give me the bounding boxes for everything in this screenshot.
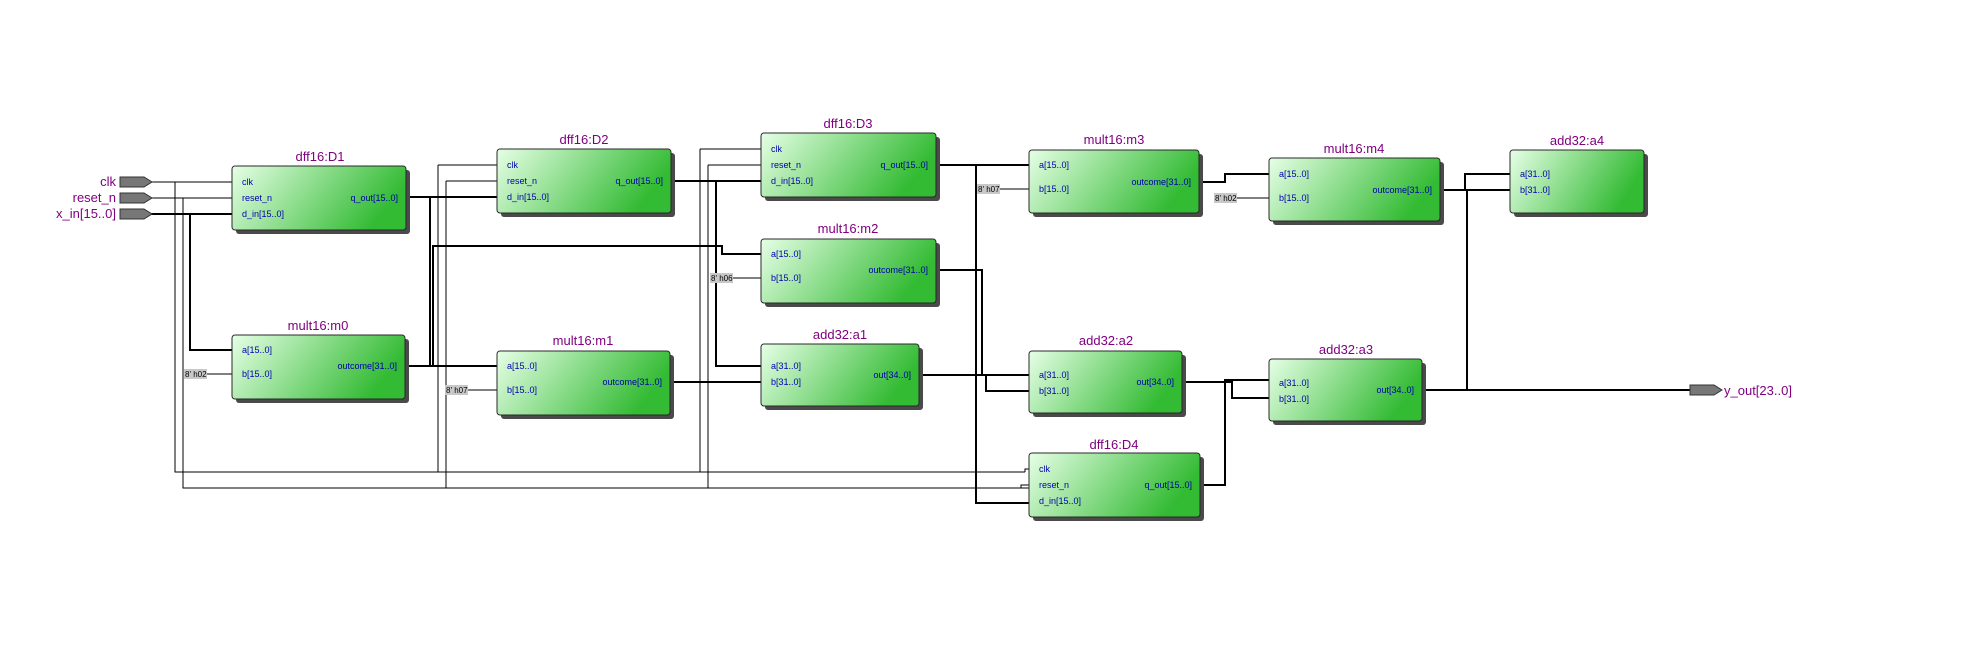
- svg-text:q_out[15..0]: q_out[15..0]: [880, 160, 928, 170]
- input-label-x: x_in[15..0]: [56, 206, 116, 221]
- svg-text:d_in[15..0]: d_in[15..0]: [242, 209, 284, 219]
- svg-text:b[15..0]: b[15..0]: [771, 273, 801, 283]
- svg-text:q_out[15..0]: q_out[15..0]: [350, 193, 398, 203]
- const-m0: 8' h02: [184, 369, 207, 379]
- svg-text:a[31..0]: a[31..0]: [1039, 370, 1069, 380]
- svg-text:b[31..0]: b[31..0]: [1520, 185, 1550, 195]
- block-title: add32:a4: [1550, 133, 1604, 148]
- block-mult16-m0[interactable]: mult16:m0 a[15..0] b[15..0] outcome[31..…: [231, 318, 409, 403]
- svg-text:8' h02: 8' h02: [185, 370, 207, 379]
- svg-text:b[15..0]: b[15..0]: [1039, 184, 1069, 194]
- svg-text:d_in[15..0]: d_in[15..0]: [771, 176, 813, 186]
- block-title: dff16:D1: [296, 149, 345, 164]
- svg-text:a[31..0]: a[31..0]: [1520, 169, 1550, 179]
- svg-text:clk: clk: [771, 144, 782, 154]
- svg-text:q_out[15..0]: q_out[15..0]: [615, 176, 663, 186]
- svg-text:b[31..0]: b[31..0]: [1279, 394, 1309, 404]
- input-pin-reset[interactable]: reset_n: [73, 190, 153, 205]
- block-mult16-m4[interactable]: mult16:m4 a[15..0] b[15..0] outcome[31..…: [1268, 141, 1444, 225]
- block-dff16-D3[interactable]: dff16:D3 clk reset_n d_in[15..0] q_out[1…: [760, 116, 940, 201]
- svg-text:clk: clk: [242, 177, 253, 187]
- block-add32-a2[interactable]: add32:a2 a[31..0] b[31..0] out[34..0]: [1028, 333, 1186, 417]
- output-pin-y[interactable]: y_out[23..0]: [1689, 383, 1792, 398]
- block-title: mult16:m2: [818, 221, 879, 236]
- svg-text:outcome[31..0]: outcome[31..0]: [868, 265, 928, 275]
- const-m4: 8' h02: [1214, 193, 1237, 203]
- block-title: mult16:m0: [288, 318, 349, 333]
- const-m3: 8' h07: [977, 184, 1000, 194]
- svg-text:q_out[15..0]: q_out[15..0]: [1144, 480, 1192, 490]
- input-label-reset: reset_n: [73, 190, 116, 205]
- svg-text:a[15..0]: a[15..0]: [507, 361, 537, 371]
- svg-text:out[34..0]: out[34..0]: [1376, 385, 1414, 395]
- block-add32-a4[interactable]: add32:a4 a[31..0] b[31..0]: [1509, 133, 1648, 217]
- block-title: dff16:D3: [824, 116, 873, 131]
- block-dff16-D1[interactable]: dff16:D1 clk reset_n d_in[15..0] q_out[1…: [231, 149, 410, 234]
- svg-text:reset_n: reset_n: [507, 176, 537, 186]
- input-pin-clk[interactable]: clk: [100, 174, 153, 189]
- const-m2: 8' h06: [710, 273, 733, 283]
- svg-text:8' h07: 8' h07: [446, 386, 468, 395]
- svg-text:a[15..0]: a[15..0]: [1279, 169, 1309, 179]
- svg-text:b[15..0]: b[15..0]: [507, 385, 537, 395]
- svg-text:8' h06: 8' h06: [711, 274, 733, 283]
- svg-text:outcome[31..0]: outcome[31..0]: [337, 361, 397, 371]
- svg-text:out[34..0]: out[34..0]: [873, 370, 911, 380]
- svg-text:clk: clk: [1039, 464, 1050, 474]
- svg-text:a[15..0]: a[15..0]: [242, 345, 272, 355]
- block-add32-a3[interactable]: add32:a3 a[31..0] b[31..0] out[34..0]: [1268, 342, 1426, 425]
- block-title: dff16:D4: [1090, 437, 1139, 452]
- svg-text:reset_n: reset_n: [771, 160, 801, 170]
- svg-text:reset_n: reset_n: [1039, 480, 1069, 490]
- block-title: add32:a2: [1079, 333, 1133, 348]
- input-label-clk: clk: [100, 174, 116, 189]
- svg-text:b[31..0]: b[31..0]: [771, 377, 801, 387]
- svg-text:a[31..0]: a[31..0]: [1279, 378, 1309, 388]
- wires: [150, 148, 1690, 504]
- svg-text:outcome[31..0]: outcome[31..0]: [602, 377, 662, 387]
- svg-text:8' h07: 8' h07: [978, 185, 1000, 194]
- svg-text:b[15..0]: b[15..0]: [1279, 193, 1309, 203]
- svg-text:outcome[31..0]: outcome[31..0]: [1372, 185, 1432, 195]
- block-title: add32:a1: [813, 327, 867, 342]
- block-mult16-m3[interactable]: mult16:m3 a[15..0] b[15..0] outcome[31..…: [1028, 132, 1203, 217]
- block-title: add32:a3: [1319, 342, 1373, 357]
- svg-text:d_in[15..0]: d_in[15..0]: [507, 192, 549, 202]
- svg-text:a[15..0]: a[15..0]: [1039, 160, 1069, 170]
- block-dff16-D2[interactable]: dff16:D2 clk reset_n d_in[15..0] q_out[1…: [496, 132, 675, 217]
- block-mult16-m2[interactable]: mult16:m2 a[15..0] b[15..0] outcome[31..…: [760, 221, 940, 307]
- block-add32-a1[interactable]: add32:a1 a[31..0] b[31..0] out[34..0]: [760, 327, 923, 410]
- block-title: mult16:m3: [1084, 132, 1145, 147]
- svg-text:outcome[31..0]: outcome[31..0]: [1131, 177, 1191, 187]
- svg-text:a[31..0]: a[31..0]: [771, 361, 801, 371]
- block-mult16-m1[interactable]: mult16:m1 a[15..0] b[15..0] outcome[31..…: [496, 333, 674, 419]
- const-m1: 8' h07: [445, 385, 468, 395]
- svg-text:clk: clk: [507, 160, 518, 170]
- svg-text:d_in[15..0]: d_in[15..0]: [1039, 496, 1081, 506]
- svg-text:out[34..0]: out[34..0]: [1136, 377, 1174, 387]
- svg-text:reset_n: reset_n: [242, 193, 272, 203]
- output-label-y: y_out[23..0]: [1724, 383, 1792, 398]
- block-title: mult16:m4: [1324, 141, 1385, 156]
- block-title: dff16:D2: [560, 132, 609, 147]
- input-pin-x[interactable]: x_in[15..0]: [56, 206, 153, 221]
- block-title: mult16:m1: [553, 333, 614, 348]
- svg-text:8' h02: 8' h02: [1215, 194, 1237, 203]
- block-dff16-D4[interactable]: dff16:D4 clk reset_n d_in[15..0] q_out[1…: [1028, 437, 1204, 521]
- svg-text:a[15..0]: a[15..0]: [771, 249, 801, 259]
- svg-text:b[15..0]: b[15..0]: [242, 369, 272, 379]
- svg-text:b[31..0]: b[31..0]: [1039, 386, 1069, 396]
